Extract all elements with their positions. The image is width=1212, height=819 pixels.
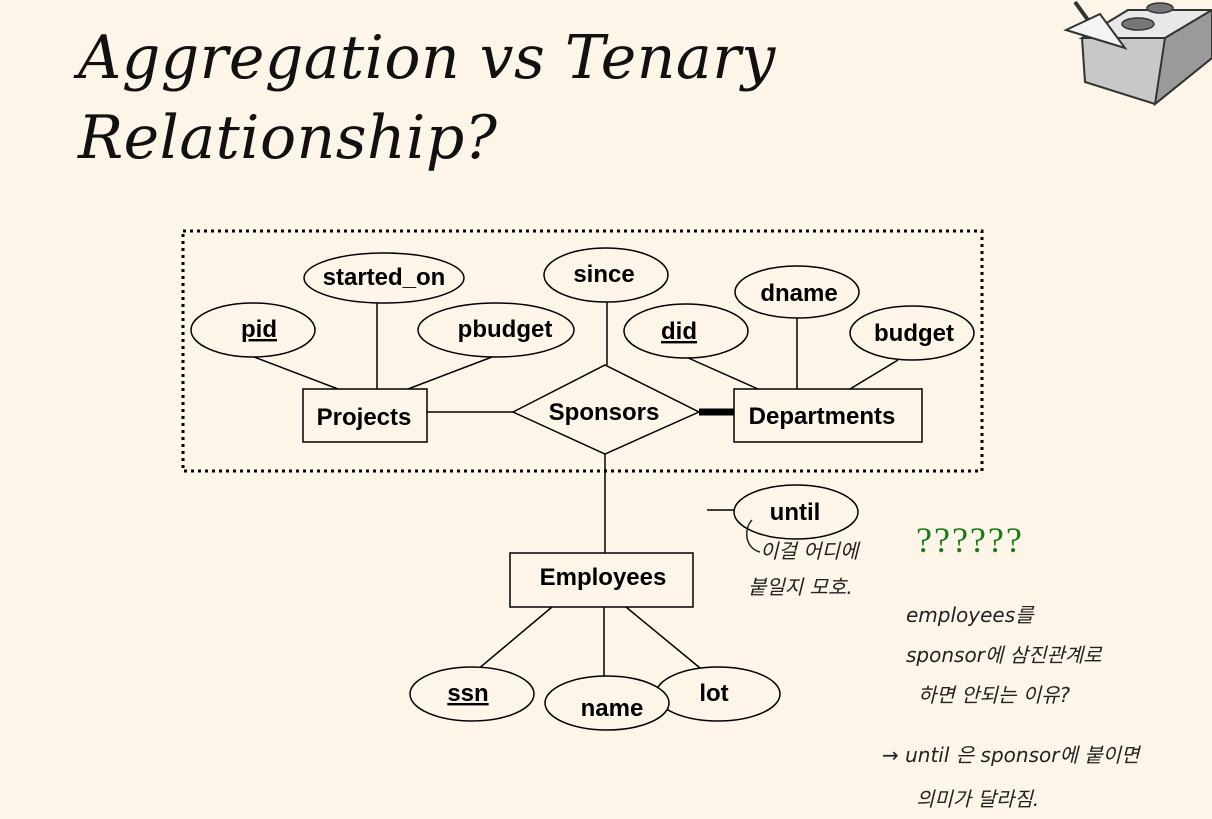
note-until-line-1: 이걸 어디에 — [760, 539, 861, 563]
brick-logo-icon — [1063, 0, 1212, 107]
note-right-line-1: employees를 — [906, 603, 1035, 627]
label-pbudget: pbudget — [458, 316, 553, 343]
note-right-line-5: 의미가 달라짐. — [916, 787, 1039, 811]
label-ssn: ssn — [447, 680, 488, 707]
attr-name — [544, 675, 670, 731]
label-name: name — [581, 695, 644, 722]
label-pid: pid — [241, 316, 277, 343]
label-budget: budget — [874, 320, 954, 347]
attr-until — [733, 484, 859, 540]
note-right-line-4: → until 은 sponsor에 붙이면 — [882, 743, 1142, 767]
title-line-2: Relationship? — [78, 103, 498, 173]
label-projects: Projects — [317, 404, 412, 431]
question-marks: ?????? — [916, 520, 1024, 560]
label-employees: Employees — [540, 564, 667, 591]
entity-departments — [733, 388, 923, 443]
attr-ssn — [409, 666, 535, 722]
connector-lines — [253, 302, 899, 676]
aggregation-box — [181, 229, 984, 473]
attr-pbudget — [417, 302, 575, 358]
attr-started-on — [303, 252, 465, 304]
bracket-mark — [746, 519, 761, 553]
attr-pid — [190, 302, 316, 358]
entity-projects — [302, 388, 428, 443]
label-lot: lot — [699, 680, 728, 707]
attr-since — [543, 247, 669, 303]
entity-employees — [509, 552, 694, 608]
attr-dname — [734, 265, 860, 319]
title-line-1: Aggregation vs Tenary — [78, 23, 776, 93]
label-departments: Departments — [749, 403, 896, 430]
note-right-line-3: 하면 안되는 이유? — [918, 683, 1071, 707]
page-title: Aggregation vs Tenary Relationship? — [78, 18, 776, 178]
note-right-line-2: sponsor에 삼진관계로 — [906, 643, 1103, 667]
label-started-on: started_on — [323, 264, 446, 291]
label-did: did — [661, 318, 697, 345]
relationship-sponsors — [511, 364, 701, 455]
label-since: since — [573, 261, 634, 288]
label-sponsors: Sponsors — [549, 399, 660, 426]
label-until: until — [770, 499, 821, 526]
attr-budget — [849, 305, 975, 361]
attr-did — [623, 303, 749, 359]
note-until-line-2: 붙일지 모호. — [748, 575, 853, 599]
label-dname: dname — [760, 280, 837, 307]
